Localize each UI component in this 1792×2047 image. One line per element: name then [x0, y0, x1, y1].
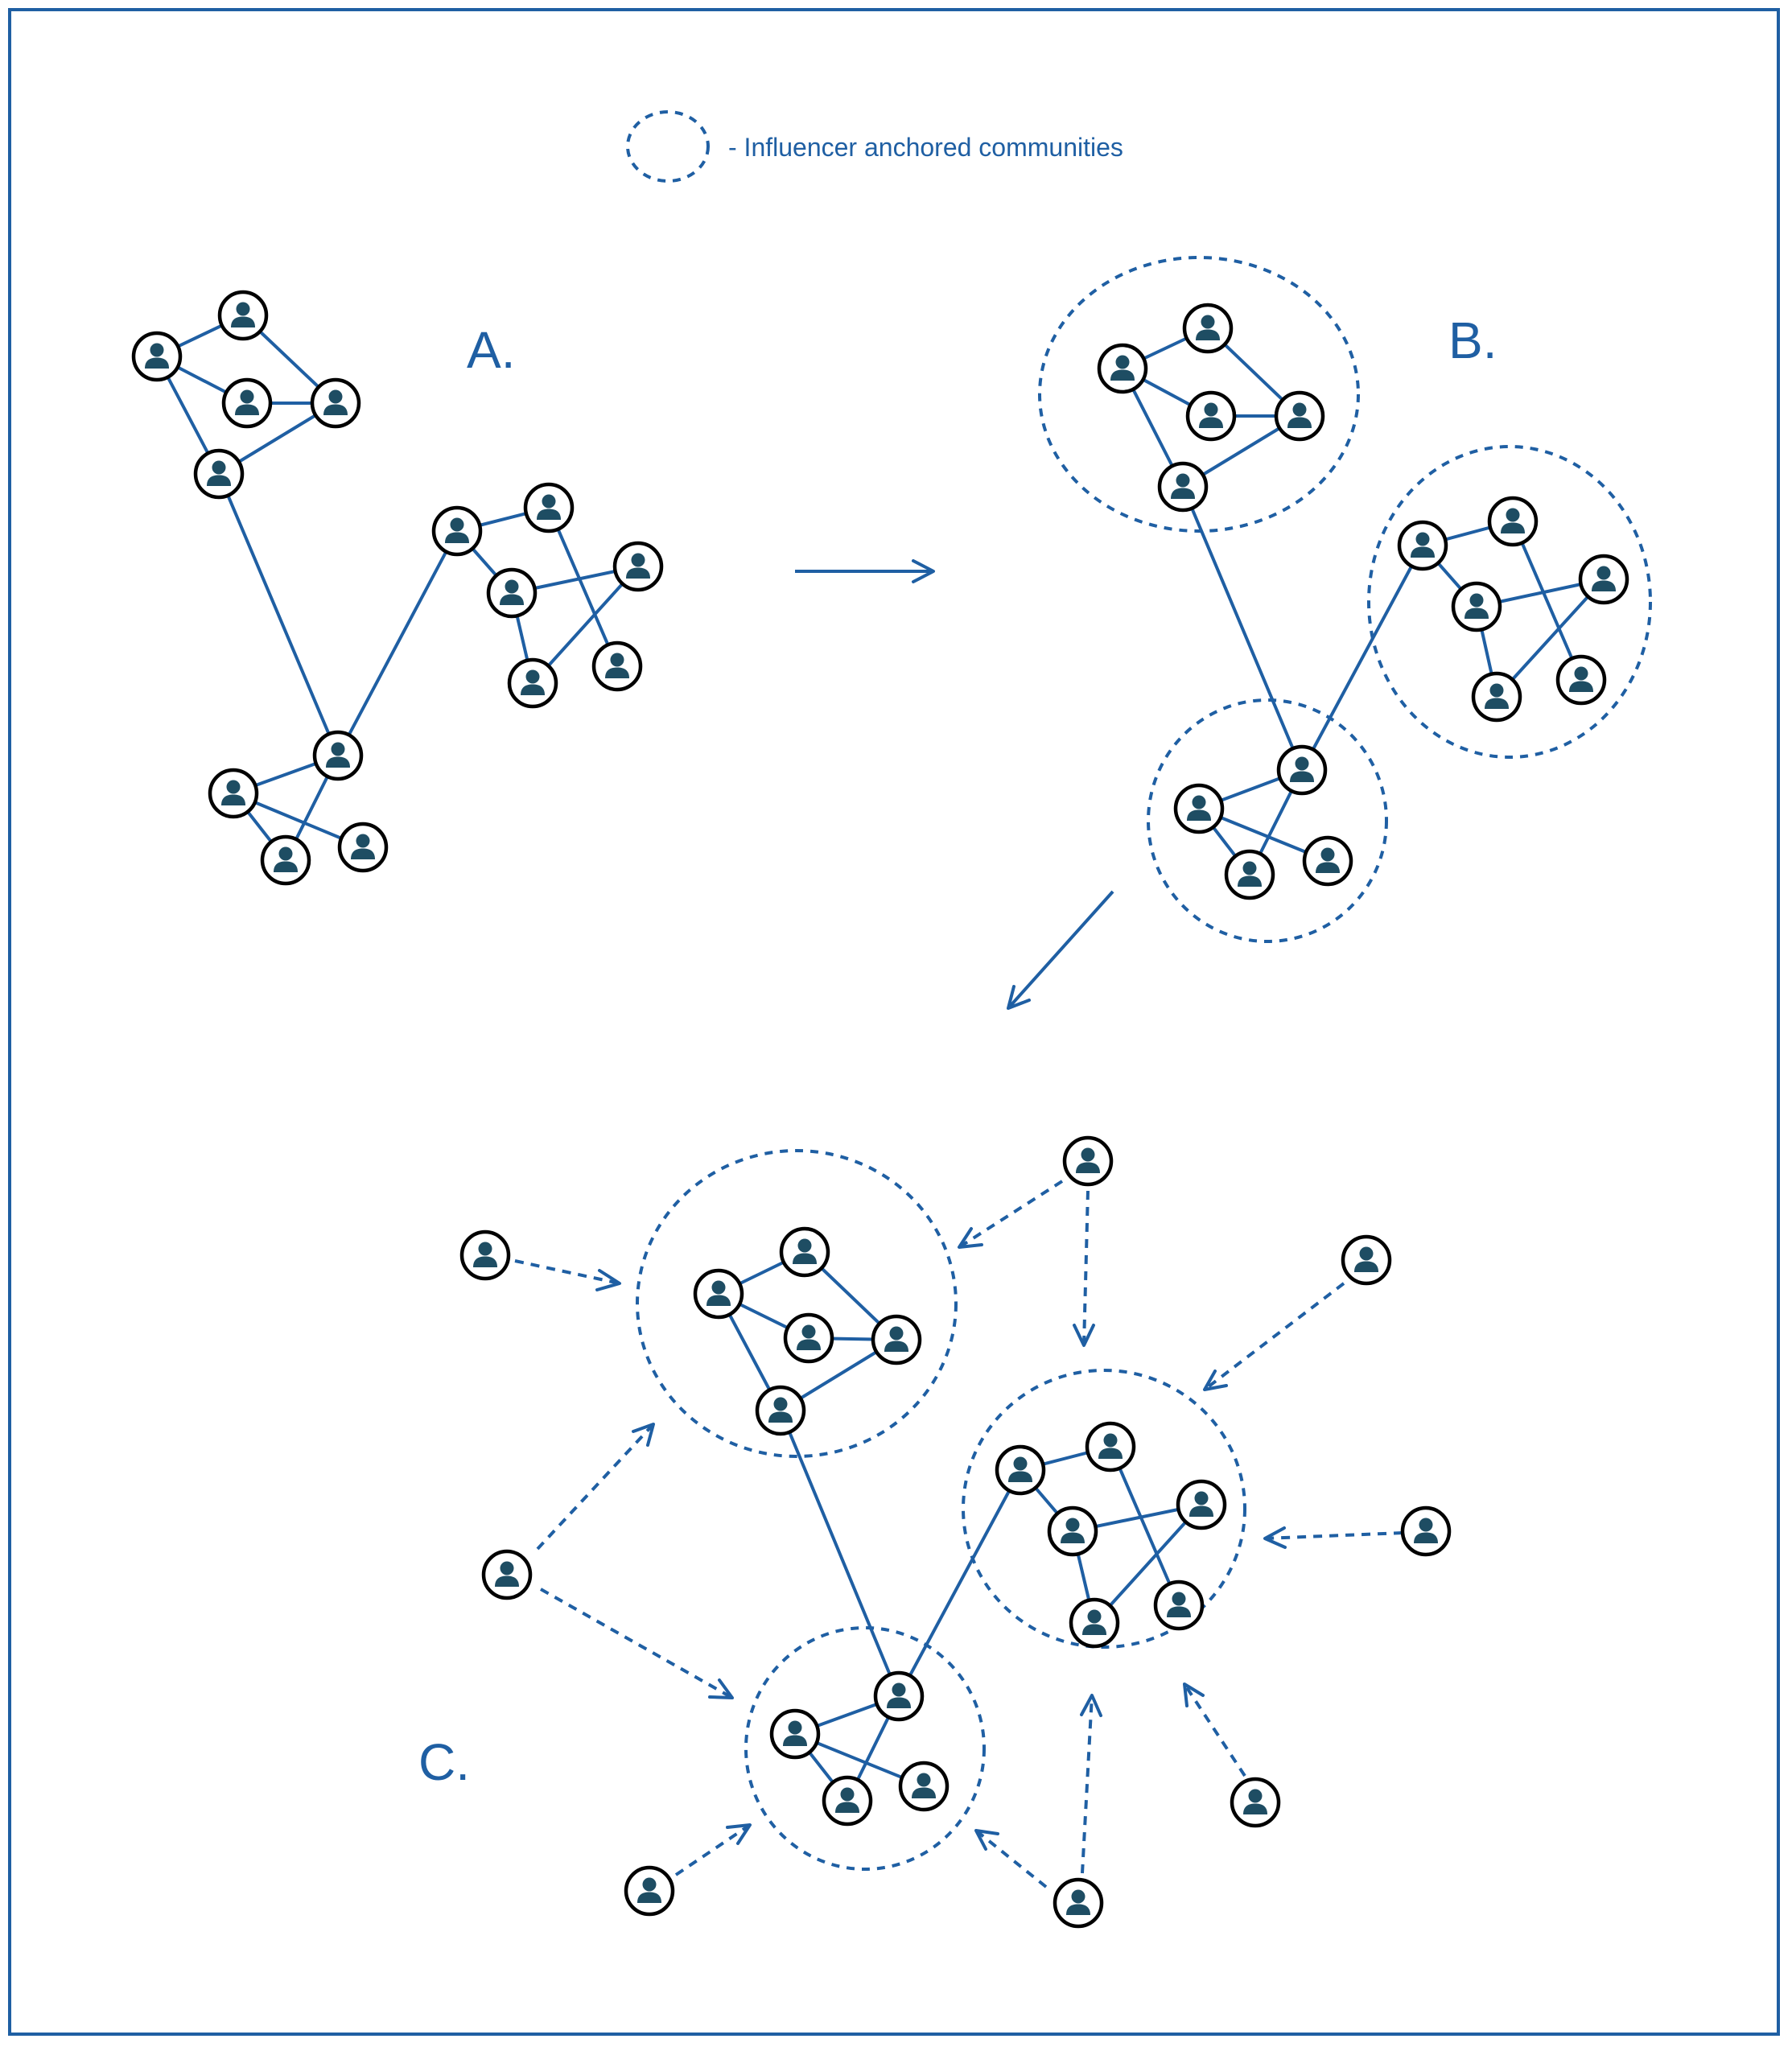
person-icon: [1156, 1582, 1202, 1629]
diagram-frame: [8, 8, 1780, 2036]
person-icon: [509, 660, 556, 706]
person-icon: [525, 484, 572, 531]
person-icon: [873, 1316, 920, 1363]
person-icon: [785, 1315, 832, 1361]
person-icon: [772, 1711, 818, 1757]
person-icon: [1087, 1423, 1134, 1470]
person-icon: [1453, 583, 1500, 630]
community-circles-b: [1038, 256, 1652, 943]
person-icon: [1226, 851, 1273, 898]
person-icon: [1399, 522, 1446, 569]
legend: - Influencer anchored communities: [626, 110, 1123, 183]
person-icon: [312, 380, 359, 426]
person-icon: [1160, 463, 1206, 510]
person-icon: [626, 1868, 673, 1914]
community-circle: [744, 1626, 986, 1871]
person-icon: [1071, 1600, 1118, 1646]
flow-arrow-b-to-c: [1007, 890, 1114, 1010]
person-icon: [997, 1447, 1044, 1493]
legend-text: - Influencer anchored communities: [728, 133, 1123, 162]
panel-label-a: A.: [467, 321, 515, 379]
legend-dashed-circle-icon: [626, 110, 710, 183]
person-icon: [1055, 1880, 1102, 1926]
network-panel-c: [462, 1138, 1449, 1926]
person-icon: [210, 770, 257, 817]
community-circles-c: [636, 1149, 1246, 1871]
person-icon: [1473, 673, 1520, 720]
person-icon: [462, 1232, 509, 1279]
person-icon: [484, 1551, 530, 1598]
person-icon: [1178, 1481, 1225, 1528]
person-icon: [1176, 785, 1222, 832]
person-icon: [340, 824, 386, 871]
person-icon: [757, 1387, 804, 1434]
person-icon: [262, 837, 309, 883]
network-panel-b: [1038, 256, 1652, 943]
person-icon: [1580, 556, 1627, 603]
person-icon: [1558, 657, 1605, 703]
community-circle: [962, 1369, 1246, 1649]
person-icon: [1184, 305, 1231, 352]
person-icon: [1343, 1237, 1390, 1283]
joining-arrows-c: [514, 1180, 1403, 1888]
flow-arrow-a-to-b: [795, 559, 935, 583]
person-icon: [1232, 1779, 1279, 1826]
person-icon: [1188, 393, 1234, 439]
community-circle: [636, 1149, 958, 1458]
person-icon: [1304, 838, 1351, 884]
panel-label-c: C.: [418, 1733, 470, 1791]
person-icon: [615, 543, 661, 590]
network-panel-a: [134, 292, 661, 883]
panel-label-b: B.: [1448, 311, 1497, 369]
person-icon: [594, 643, 641, 690]
person-icon: [900, 1763, 947, 1810]
person-icon: [1099, 345, 1146, 392]
person-icon: [1403, 1508, 1449, 1555]
person-icon: [781, 1229, 828, 1275]
person-icon: [220, 292, 266, 339]
person-icon: [1049, 1508, 1096, 1555]
network-nodes-c: [462, 1138, 1449, 1926]
person-icon: [1065, 1138, 1111, 1184]
person-icon: [488, 570, 535, 616]
community-circle: [1147, 698, 1388, 943]
community-circle: [1038, 256, 1360, 533]
person-icon: [875, 1673, 922, 1720]
person-icon: [134, 333, 180, 380]
community-circle: [1367, 445, 1652, 759]
person-icon: [224, 380, 270, 426]
person-icon: [315, 732, 361, 779]
person-icon: [1276, 393, 1323, 439]
person-icon: [1489, 498, 1536, 545]
person-icon: [1279, 747, 1325, 793]
person-icon: [196, 451, 242, 497]
person-icon: [824, 1777, 871, 1824]
person-icon: [434, 508, 480, 554]
person-icon: [695, 1271, 742, 1317]
